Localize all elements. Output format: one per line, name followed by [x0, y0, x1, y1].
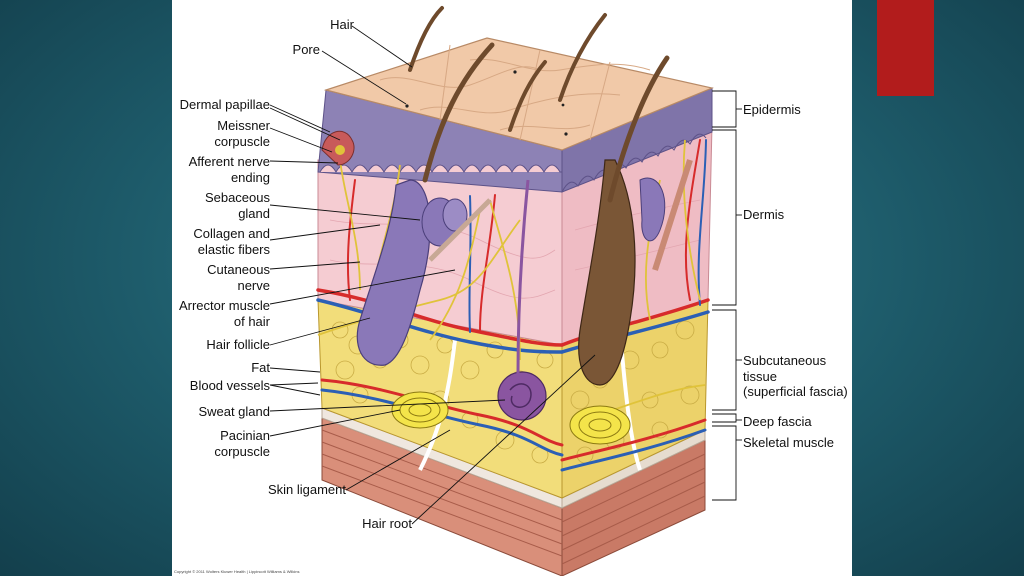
label-arrector-muscle: Arrector muscle of hair — [178, 298, 270, 329]
label-dermal-papillae: Dermal papillae — [179, 97, 270, 112]
label-hair: Hair — [330, 17, 354, 32]
label-pacinian-corpuscle: Pacinian corpuscle — [214, 428, 270, 459]
copyright-notice: Copyright © 2011 Wolters Kluwer Health |… — [174, 569, 300, 574]
label-pore: Pore — [292, 42, 320, 57]
leader-lines-left — [269, 25, 596, 525]
hair-follicle-left — [356, 179, 492, 366]
pacinian-corpuscles — [391, 391, 631, 445]
label-hair-root: Hair root — [362, 516, 412, 531]
label-meissner-corpuscle: Meissner corpuscle — [214, 118, 270, 149]
accent-bar — [877, 0, 934, 96]
sweat-gland — [497, 179, 547, 421]
label-subcutaneous-tissue: Subcutaneous tissue (superficial fascia) — [743, 353, 848, 399]
label-sweat-gland: Sweat gland — [198, 404, 270, 419]
label-skin-ligament: Skin ligament — [267, 482, 346, 497]
meissner-corpuscle-shape — [321, 130, 355, 166]
label-cutaneous-nerve: Cutaneous nerve — [207, 262, 270, 293]
label-fat: Fat — [251, 360, 270, 375]
layer-brackets-right — [712, 90, 742, 501]
hairs-group — [408, 6, 670, 203]
label-deep-fascia: Deep fascia — [743, 414, 812, 429]
label-epidermis: Epidermis — [743, 102, 801, 117]
label-skeletal-muscle: Skeletal muscle — [743, 435, 835, 450]
label-dermis: Dermis — [743, 207, 785, 222]
label-afferent-nerve-ending: Afferent nerve ending — [188, 154, 270, 185]
label-blood-vessels: Blood vessels — [189, 378, 270, 393]
label-hair-follicle: Hair follicle — [206, 337, 270, 352]
epidermis-layer — [317, 37, 714, 193]
hair-follicle-right — [578, 159, 693, 386]
skeletal-muscle-layer — [321, 417, 706, 576]
label-sebaceous-gland: Sebaceous gland — [204, 190, 270, 221]
label-collagen-elastic-fibers: Collagen and elastic fibers — [193, 226, 270, 257]
